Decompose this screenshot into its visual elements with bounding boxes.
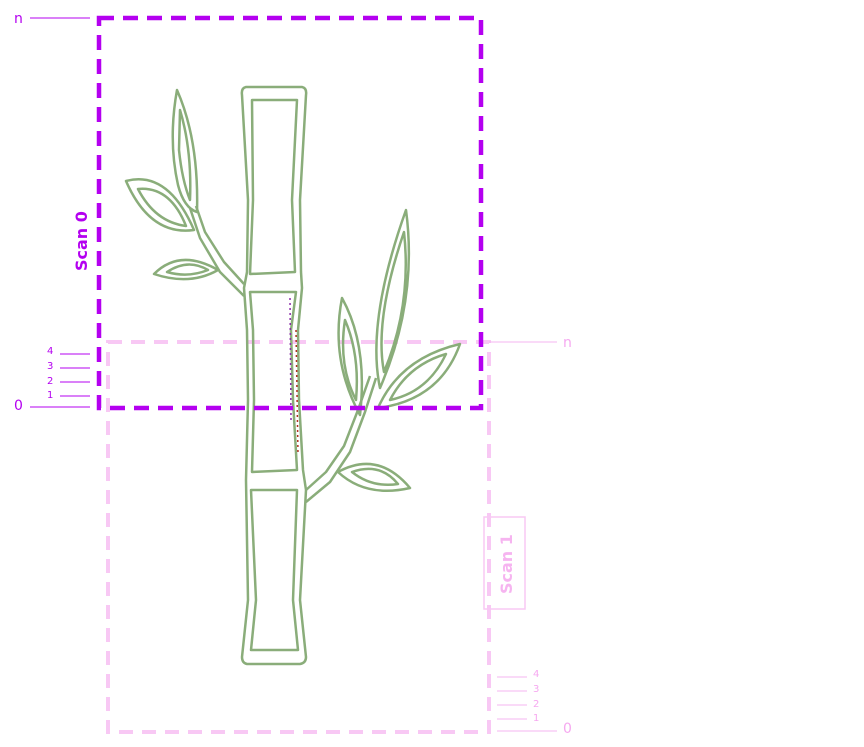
scan-1-row-label-2: 2: [533, 699, 539, 710]
scan-0-row-ticks: 4 3 2 1: [47, 346, 90, 401]
scan-1-row-ticks: 4 3 2 1: [497, 669, 539, 724]
bamboo-leaf-left-top: [171, 88, 199, 214]
scan-0-bottom-label: 0: [14, 398, 23, 414]
bamboo-leaf-right-tall: [375, 208, 411, 390]
bamboo-stalk-outline: [240, 85, 308, 666]
bamboo-leaf-left-bottom: [152, 258, 220, 281]
scan-1-edge-trace: [295, 329, 299, 456]
scan-1-title: Scan 1: [497, 534, 516, 594]
bamboo-leaf-right-bottom: [336, 462, 412, 492]
scan-1-bottom-label: 0: [563, 721, 572, 737]
bamboo-leaf-right-middle: [337, 296, 364, 417]
scan-1-region: n 0 4 3 2 1 Scan 1: [106, 335, 572, 737]
bamboo-left-branch: [188, 205, 245, 297]
bamboo-segment-3: [249, 488, 300, 652]
scan-1-top-label: n: [563, 335, 572, 351]
scan-0-title: Scan 0: [72, 211, 91, 271]
scan-0-edge-trace: [289, 297, 292, 421]
scan-0-row-label-1: 1: [47, 390, 53, 401]
bamboo-segment-1: [248, 98, 299, 276]
scan-0-row-label-3: 3: [47, 361, 53, 372]
scan-1-row-label-4: 4: [533, 669, 539, 680]
bamboo-illustration: [124, 85, 462, 666]
scan-0-row-label-2: 2: [47, 376, 53, 387]
scan-0-region: n 0 4 3 2 1 Scan 0: [14, 11, 484, 414]
scan-1-row-label-3: 3: [533, 684, 539, 695]
scan-0-frame: [96, 15, 484, 411]
bamboo-leaf-left-middle: [124, 178, 196, 232]
bamboo-right-branch: [305, 375, 378, 503]
bamboo-segment-2: [248, 290, 299, 474]
scan-0-row-label-4: 4: [47, 346, 53, 357]
scan-1-title-box: [483, 516, 526, 610]
scan-0-top-label: n: [14, 11, 23, 27]
scan-1-row-label-1: 1: [533, 713, 539, 724]
